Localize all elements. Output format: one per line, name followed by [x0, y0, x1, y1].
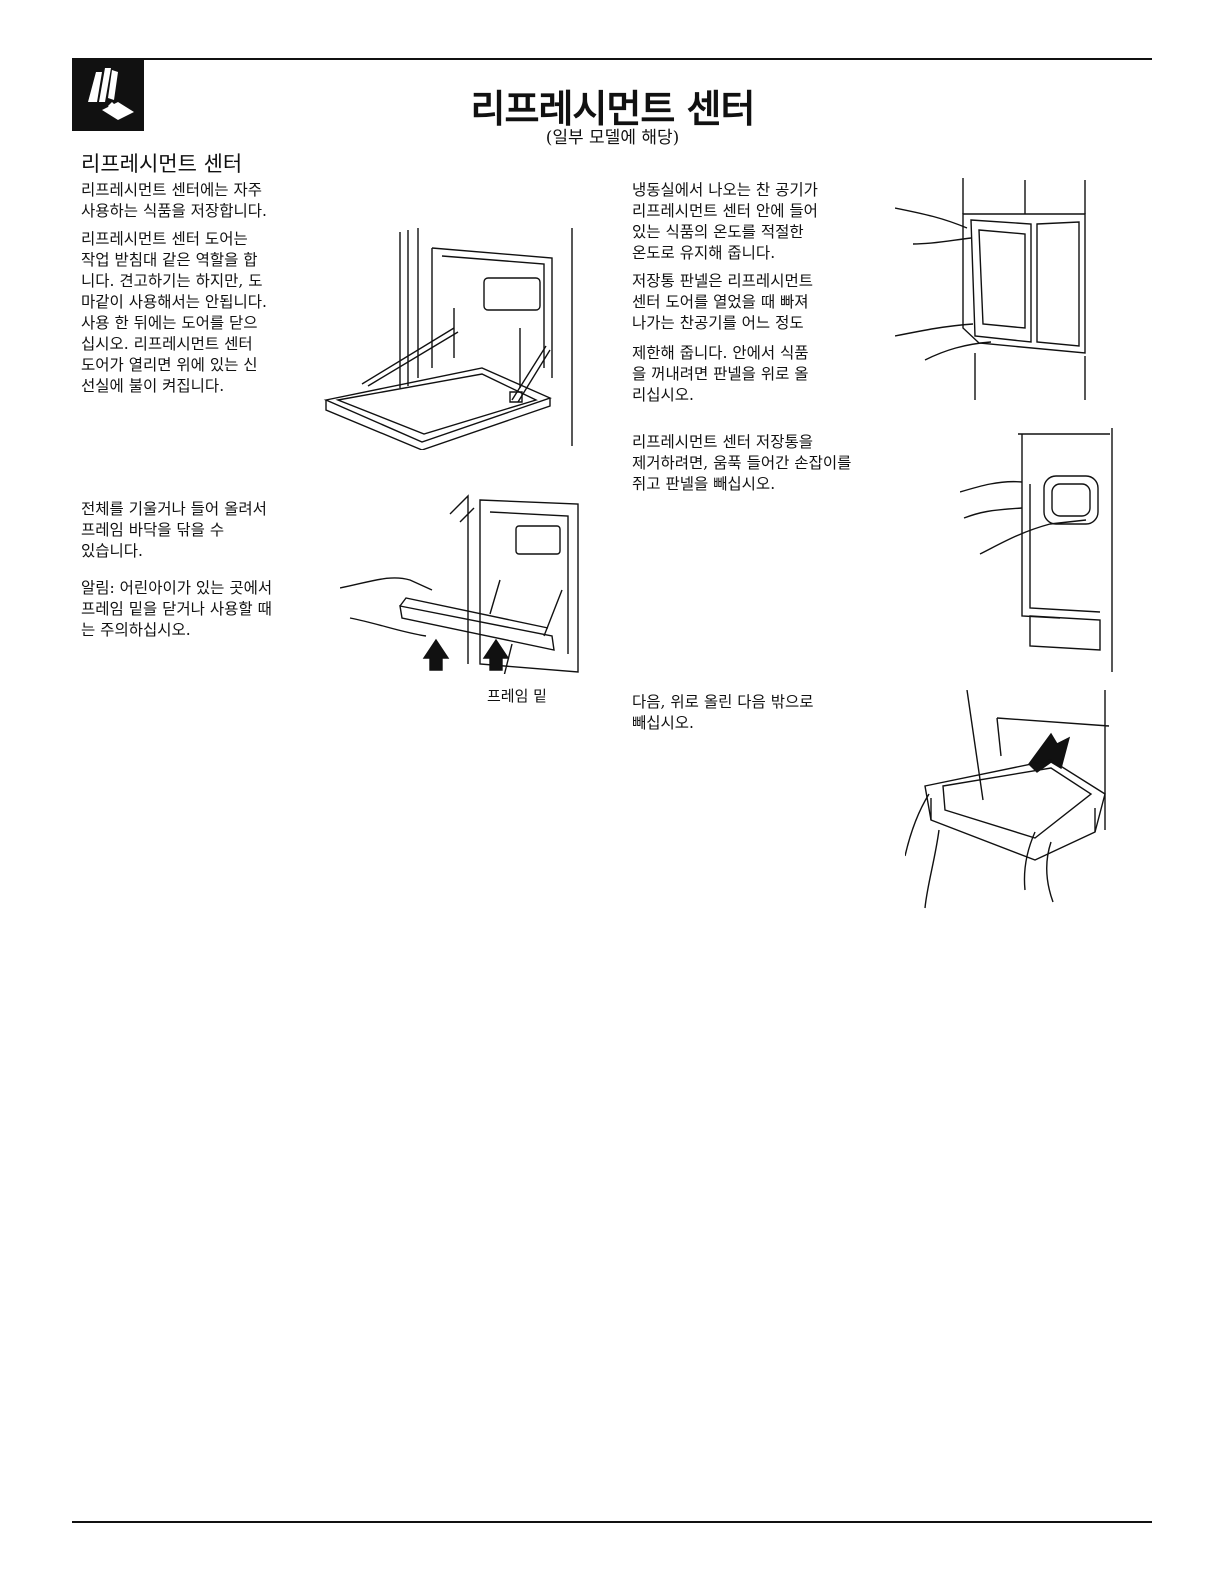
- right-paragraph-1: 냉동실에서 나오는 찬 공기가 리프레시먼트 센터 안에 들어 있는 식품의 온…: [632, 181, 818, 262]
- storage-panel-illustration: [895, 178, 1095, 403]
- remove-bin-illustration: [905, 690, 1120, 910]
- hand-on-surface-icon: [72, 58, 144, 131]
- top-rule: [72, 58, 1152, 60]
- tilt-frame-illustration: [340, 494, 580, 674]
- open-door-illustration: [322, 228, 578, 450]
- bottom-rule: [72, 1521, 1152, 1523]
- right-paragraph-2: 저장통 판넬은 리프레시먼트 센터 도어를 열었을 때 빠져 나가는 찬공기를 …: [632, 272, 813, 332]
- left-paragraph-2: 리프레시먼트 센터 도어는 작업 받침대 같은 역할을 합 니다. 견고하기는 …: [81, 230, 267, 395]
- left-paragraph-1: 리프레시먼트 센터에는 자주 사용하는 식품을 저장합니다.: [81, 181, 267, 220]
- right-paragraph-5: 다음, 위로 올린 다음 밖으로 빼십시오.: [632, 693, 814, 732]
- right-paragraph-3: 제한해 줍니다. 안에서 식품 을 꺼내려면 판넬을 위로 올 리십시오.: [632, 344, 809, 404]
- bin-handle-illustration: [960, 428, 1120, 673]
- frame-bottom-label: 프레임 밑: [487, 687, 547, 705]
- page-title: 리프레시먼트 센터: [470, 87, 756, 131]
- page-subtitle: (일부 모델에 해당): [545, 128, 680, 148]
- left-paragraph-3: 전체를 기울거나 들어 올려서 프레임 바닥을 닦을 수 있습니다.: [81, 500, 267, 560]
- section-heading: 리프레시먼트 센터: [81, 152, 243, 176]
- left-paragraph-4: 알림: 어린아이가 있는 곳에서 프레임 밑을 닫거나 사용할 때 는 주의하십…: [81, 579, 273, 639]
- right-paragraph-4: 리프레시먼트 센터 저장통을 제거하려면, 움푹 들어간 손잡이를 쥐고 판넬을…: [632, 433, 852, 493]
